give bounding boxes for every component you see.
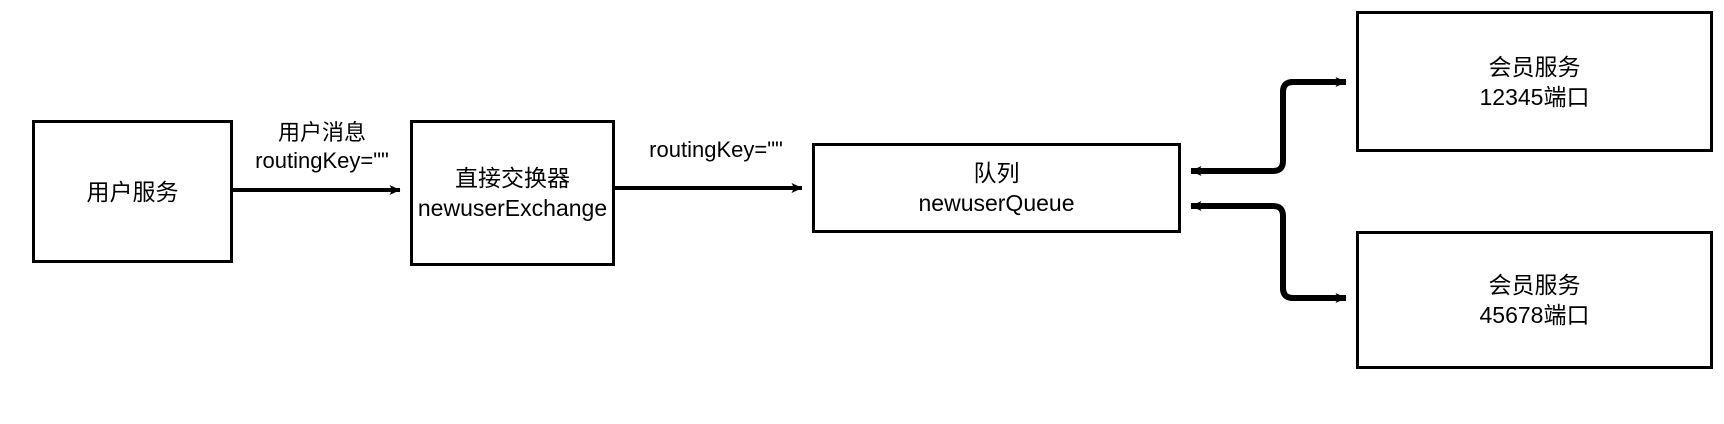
node-member-service-45678-line-2: 45678端口 <box>1479 302 1590 328</box>
node-direct-exchange-line-1: 直接交换器 <box>455 165 570 191</box>
node-direct-exchange[interactable]: 直接交换器 newuserExchange <box>410 120 615 266</box>
node-direct-exchange-line-2: newuserExchange <box>417 195 608 221</box>
edge-queue-member-45678 <box>1190 201 1347 303</box>
node-queue[interactable]: 队列 newuserQueue <box>812 143 1181 233</box>
node-member-service-45678[interactable]: 会员服务 45678端口 <box>1356 231 1713 369</box>
node-queue-line-1: 队列 <box>973 160 1020 186</box>
node-member-service-12345-line-1: 会员服务 <box>1488 53 1581 80</box>
node-member-service-12345-line-2: 12345端口 <box>1479 83 1590 110</box>
node-user-service-line-1: 用户服务 <box>86 178 179 205</box>
node-member-service-45678-line-1: 会员服务 <box>1488 272 1581 298</box>
node-member-service-12345[interactable]: 会员服务 12345端口 <box>1356 11 1713 152</box>
edge-queue-member-12345 <box>1190 77 1347 176</box>
node-queue-line-2: newuserQueue <box>918 190 1075 216</box>
node-user-service[interactable]: 用户服务 <box>32 120 233 263</box>
